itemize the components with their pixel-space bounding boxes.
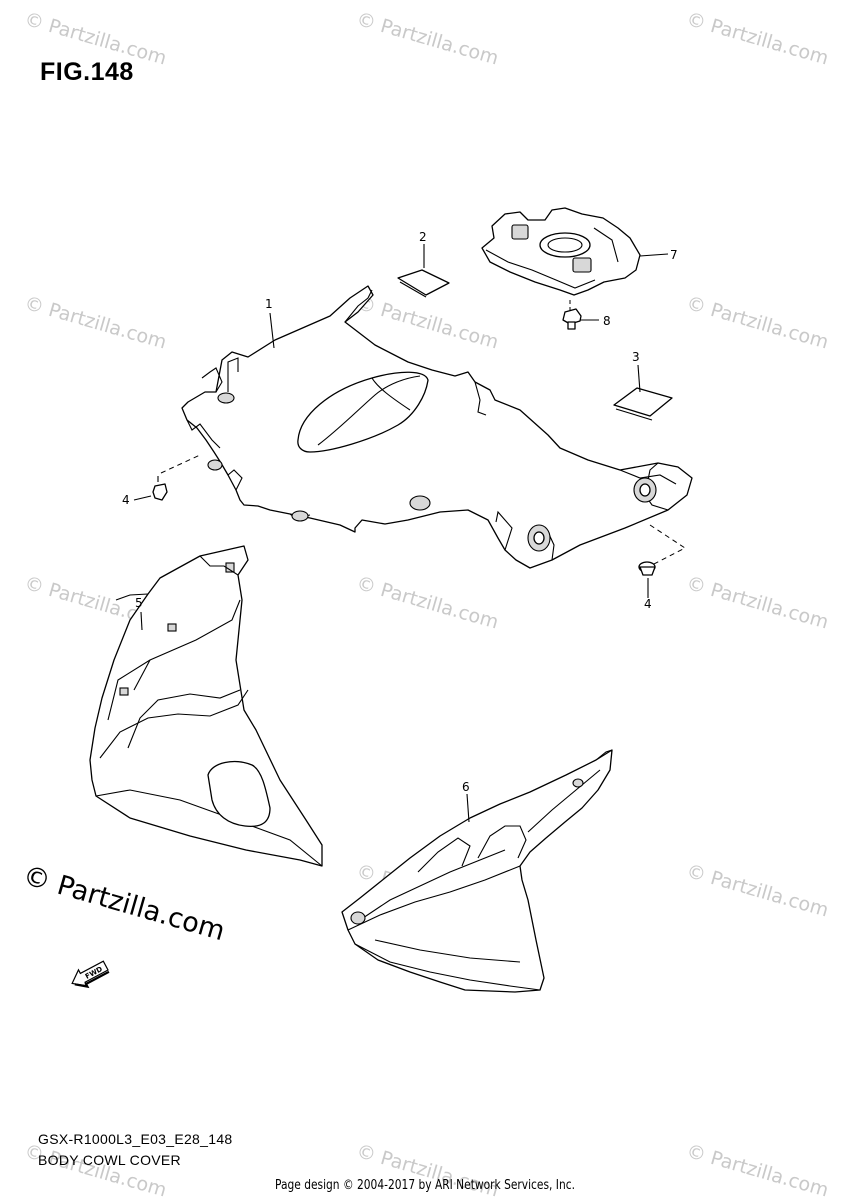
footer-credit: Page design © 2004-2017 by ARI Network S…	[275, 1178, 575, 1193]
model-code: GSX-R1000L3_E03_E28_148	[38, 1131, 233, 1147]
callout-1: 1	[265, 297, 273, 311]
leader-line-1	[269, 312, 275, 349]
part-3-pad[interactable]	[613, 387, 673, 421]
part-1-body-cowl-cover[interactable]	[181, 285, 693, 569]
figure-name: BODY COWL COVER	[38, 1152, 181, 1168]
part-5-inner-cover-left[interactable]	[89, 545, 323, 867]
part-8-screw[interactable]	[562, 308, 582, 330]
part-6-inner-cover-right[interactable]	[341, 749, 613, 993]
fwd-label: FWD	[84, 965, 104, 981]
callout-4: 4	[644, 597, 652, 611]
callout-6: 6	[462, 780, 470, 794]
part-4-clip-left[interactable]	[152, 476, 168, 501]
callout-7: 7	[670, 248, 678, 262]
callout-5: 5	[135, 596, 143, 610]
leader-line-7	[639, 253, 669, 257]
callout-2: 2	[419, 230, 427, 244]
dash-line-clip-right	[649, 524, 686, 566]
part-7-upper-cover[interactable]	[481, 207, 641, 296]
dash-line-clip-left	[160, 454, 201, 474]
fwd-arrow-icon: FWD	[71, 960, 110, 989]
part-2-pad[interactable]	[397, 269, 450, 298]
leader-line-6	[466, 793, 470, 823]
leader-line-4a	[133, 495, 152, 501]
part-4-clip-right[interactable]	[638, 561, 656, 576]
leader-line-5	[140, 611, 143, 631]
leader-line-3	[637, 364, 641, 393]
figure-title: FIG.148	[40, 58, 134, 86]
callout-8: 8	[603, 314, 611, 328]
callout-3: 3	[632, 350, 640, 364]
callout-4: 4	[122, 493, 130, 507]
